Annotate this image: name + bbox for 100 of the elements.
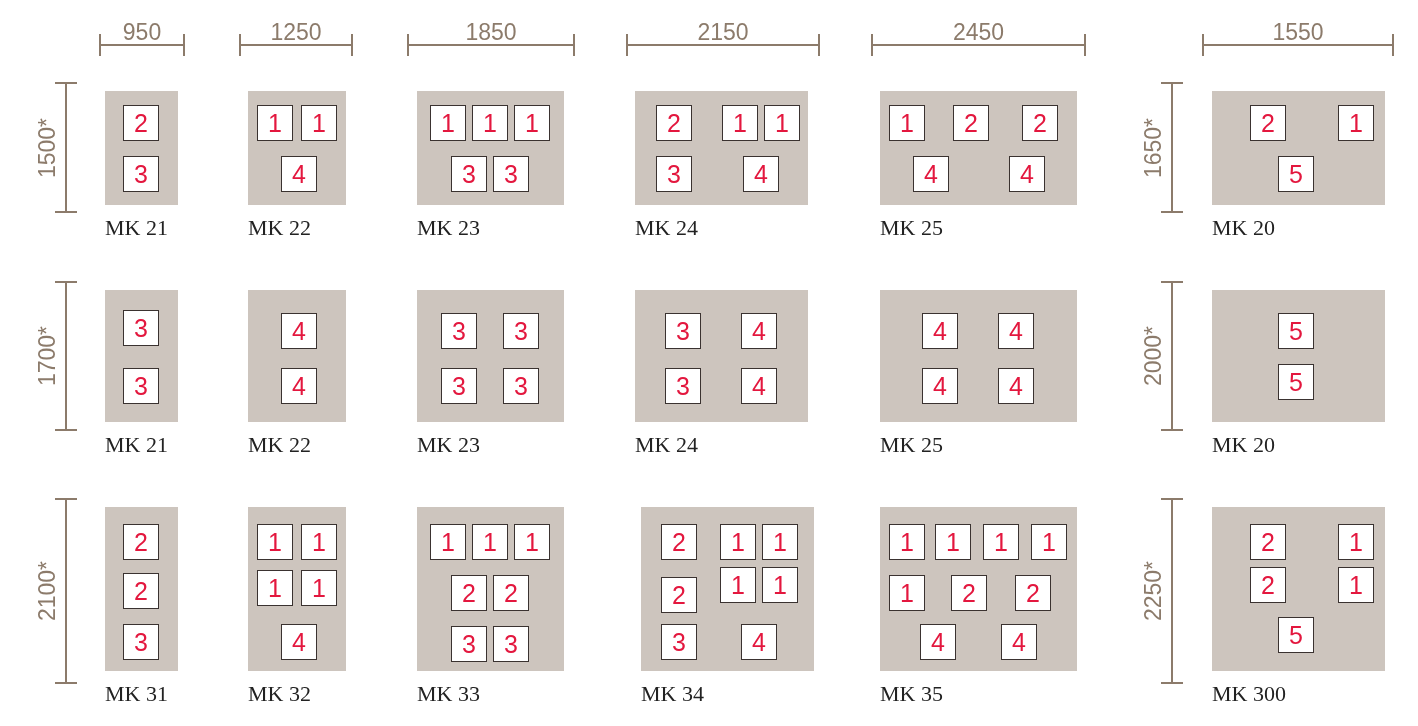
number-box: 4 bbox=[743, 156, 779, 192]
number-box: 1 bbox=[889, 575, 925, 611]
number-box: 3 bbox=[451, 156, 487, 192]
panel bbox=[880, 507, 1077, 671]
number-box: 1 bbox=[983, 524, 1019, 560]
model-label: MK 25 bbox=[880, 434, 943, 456]
number-box: 1 bbox=[722, 105, 758, 141]
number-box: 1 bbox=[257, 105, 293, 141]
number-box: 1 bbox=[720, 567, 756, 603]
number-box: 5 bbox=[1278, 313, 1314, 349]
panel bbox=[635, 91, 808, 205]
panel bbox=[417, 507, 564, 671]
number-box: 3 bbox=[503, 313, 539, 349]
model-label: MK 21 bbox=[105, 434, 168, 456]
number-box: 4 bbox=[741, 624, 777, 660]
number-box: 2 bbox=[1015, 575, 1051, 611]
number-box: 1 bbox=[257, 524, 293, 560]
model-label: MK 20 bbox=[1212, 217, 1275, 239]
number-box: 3 bbox=[656, 156, 692, 192]
number-box: 5 bbox=[1278, 156, 1314, 192]
number-box: 4 bbox=[998, 368, 1034, 404]
model-label: MK 22 bbox=[248, 434, 311, 456]
panel bbox=[248, 91, 346, 205]
model-label: MK 300 bbox=[1212, 683, 1286, 705]
number-box: 3 bbox=[503, 368, 539, 404]
model-label: MK 23 bbox=[417, 434, 480, 456]
panel bbox=[1212, 290, 1385, 422]
number-box: 1 bbox=[889, 524, 925, 560]
model-label: MK 23 bbox=[417, 217, 480, 239]
number-box: 2 bbox=[1022, 105, 1058, 141]
number-box: 2 bbox=[493, 575, 529, 611]
panel bbox=[105, 507, 178, 671]
model-label: MK 34 bbox=[641, 683, 704, 705]
number-box: 3 bbox=[665, 368, 701, 404]
number-box: 1 bbox=[762, 567, 798, 603]
number-box: 4 bbox=[281, 313, 317, 349]
number-box: 1 bbox=[762, 524, 798, 560]
number-box: 5 bbox=[1278, 364, 1314, 400]
dimension-label: 1250 bbox=[270, 21, 322, 44]
panel bbox=[880, 290, 1077, 422]
number-box: 4 bbox=[1009, 156, 1045, 192]
number-box: 1 bbox=[1338, 105, 1374, 141]
panel bbox=[1212, 507, 1385, 671]
panel bbox=[248, 290, 346, 422]
number-box: 4 bbox=[998, 313, 1034, 349]
number-box: 2 bbox=[1250, 524, 1286, 560]
number-box: 1 bbox=[1338, 567, 1374, 603]
number-box: 2 bbox=[661, 524, 697, 560]
number-box: 2 bbox=[451, 575, 487, 611]
model-label: MK 22 bbox=[248, 217, 311, 239]
number-box: 4 bbox=[281, 624, 317, 660]
number-box: 2 bbox=[123, 524, 159, 560]
number-box: 1 bbox=[472, 524, 508, 560]
number-box: 3 bbox=[441, 368, 477, 404]
number-box: 1 bbox=[1031, 524, 1067, 560]
number-box: 1 bbox=[301, 105, 337, 141]
number-box: 5 bbox=[1278, 617, 1314, 653]
number-box: 4 bbox=[1001, 624, 1037, 660]
dimension-label: 1650* bbox=[1141, 117, 1165, 178]
number-box: 3 bbox=[493, 156, 529, 192]
number-box: 4 bbox=[922, 368, 958, 404]
dimension-label: 1550 bbox=[1272, 21, 1324, 44]
panel bbox=[105, 290, 178, 422]
number-box: 1 bbox=[720, 524, 756, 560]
model-label: MK 35 bbox=[880, 683, 943, 705]
number-box: 4 bbox=[281, 368, 317, 404]
number-box: 1 bbox=[430, 524, 466, 560]
number-box: 2 bbox=[953, 105, 989, 141]
number-box: 2 bbox=[656, 105, 692, 141]
panel bbox=[1212, 91, 1385, 205]
number-box: 3 bbox=[123, 368, 159, 404]
number-box: 2 bbox=[123, 573, 159, 609]
number-box: 2 bbox=[951, 575, 987, 611]
number-box: 2 bbox=[1250, 567, 1286, 603]
dimension-label: 1700* bbox=[35, 325, 59, 387]
number-box: 1 bbox=[935, 524, 971, 560]
number-box: 4 bbox=[922, 313, 958, 349]
dimension-label: 1500* bbox=[35, 117, 59, 178]
number-box: 1 bbox=[301, 524, 337, 560]
number-box: 3 bbox=[493, 626, 529, 662]
panel bbox=[417, 290, 564, 422]
number-box: 2 bbox=[1250, 105, 1286, 141]
model-label: MK 31 bbox=[105, 683, 168, 705]
panel bbox=[248, 507, 346, 671]
model-label: MK 20 bbox=[1212, 434, 1275, 456]
number-box: 4 bbox=[741, 313, 777, 349]
number-box: 3 bbox=[451, 626, 487, 662]
panel bbox=[635, 290, 808, 422]
dimension-label: 1850 bbox=[465, 21, 517, 44]
number-box: 3 bbox=[123, 624, 159, 660]
model-label: MK 25 bbox=[880, 217, 943, 239]
dimension-label: 950 bbox=[122, 21, 162, 44]
number-box: 1 bbox=[764, 105, 800, 141]
model-label: MK 21 bbox=[105, 217, 168, 239]
number-box: 4 bbox=[281, 156, 317, 192]
model-label: MK 33 bbox=[417, 683, 480, 705]
number-box: 1 bbox=[430, 105, 466, 141]
number-box: 4 bbox=[741, 368, 777, 404]
number-box: 3 bbox=[441, 313, 477, 349]
dimension-label: 2150 bbox=[697, 21, 749, 44]
